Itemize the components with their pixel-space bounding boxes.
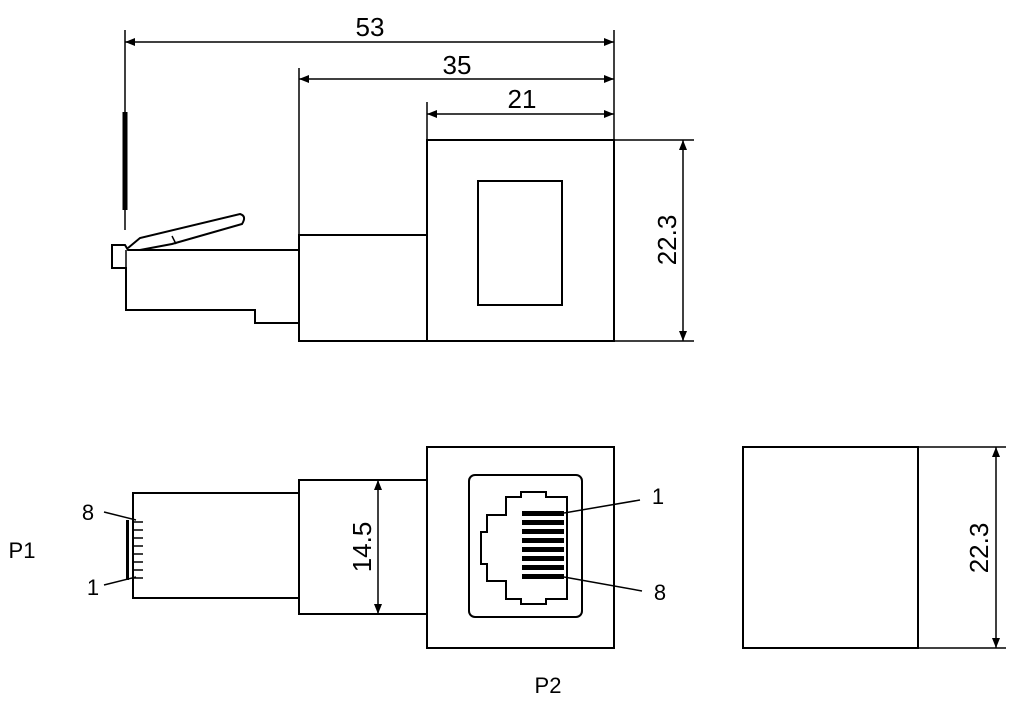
dimension-label-53: 53 bbox=[356, 12, 385, 42]
plug-label-p1: P1 bbox=[9, 538, 36, 563]
plug-top-body bbox=[132, 492, 300, 599]
plug-body bbox=[111, 244, 300, 324]
plug-pin-label-1: 1 bbox=[87, 575, 99, 600]
jack-label-p2: P2 bbox=[535, 673, 562, 698]
jack-face-housing bbox=[426, 446, 615, 649]
jack-contacts bbox=[522, 511, 564, 579]
plug-latch-notch bbox=[171, 235, 177, 245]
jack-window bbox=[477, 180, 563, 306]
plug-contacts bbox=[126, 520, 143, 580]
jack-housing bbox=[426, 139, 615, 342]
jack-socket-frame bbox=[468, 474, 583, 618]
jack-contact bbox=[522, 556, 564, 561]
jack-contact bbox=[522, 538, 564, 543]
jack-contact bbox=[522, 520, 564, 525]
jack-pin-label-1: 1 bbox=[652, 484, 664, 509]
jack-contact bbox=[522, 547, 564, 552]
dimension-label-21: 21 bbox=[508, 84, 537, 114]
adapter-middle-body bbox=[298, 234, 428, 342]
dimension-label-14-5: 14.5 bbox=[347, 522, 377, 573]
leader-pin-1 bbox=[103, 576, 137, 586]
plug-pin-label-8: 8 bbox=[82, 500, 94, 525]
dimension-label-22-3-rear: 22.3 bbox=[964, 523, 994, 574]
jack-contact bbox=[522, 574, 564, 579]
jack-contact bbox=[522, 565, 564, 570]
side-view: 53 35 21 22.3 bbox=[111, 12, 694, 342]
dimension-label-35: 35 bbox=[443, 50, 472, 80]
jack-contact bbox=[522, 529, 564, 534]
dimension-label-22-3-side: 22.3 bbox=[652, 215, 682, 266]
leader-jack-pin-1 bbox=[563, 499, 641, 514]
plug-latch bbox=[127, 212, 246, 251]
jack-pin-label-8: 8 bbox=[654, 580, 666, 605]
leader-pin-8 bbox=[103, 511, 137, 521]
rear-housing bbox=[742, 446, 919, 649]
front-view: 8 1 P1 14.5 1 8 P2 bbox=[9, 446, 666, 698]
jack-socket-opening bbox=[480, 491, 568, 605]
leader-jack-pin-8 bbox=[563, 576, 643, 592]
plug-contact-strip bbox=[126, 520, 129, 580]
jack-contact bbox=[522, 511, 564, 516]
rear-view: 22.3 bbox=[742, 446, 1006, 649]
